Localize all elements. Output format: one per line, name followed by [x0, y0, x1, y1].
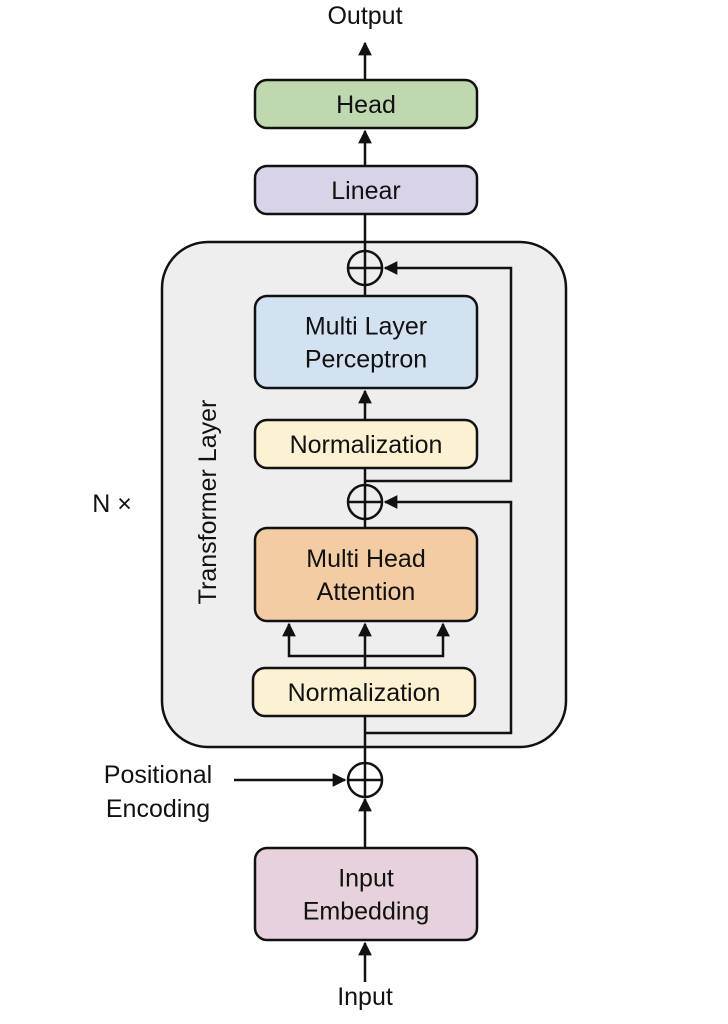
input-label: Input [337, 983, 393, 1011]
norm2-label-line1: Normalization [288, 679, 441, 707]
head-block: Head [253, 78, 479, 130]
head-box [253, 78, 479, 130]
linear-label-line1: Linear [331, 177, 401, 205]
mha-label-line2: Attention [317, 578, 416, 606]
positional-encoding-label-line2: Encoding [106, 795, 210, 823]
norm1-label-line1: Normalization [290, 431, 443, 459]
norm1-block: Normalization [253, 418, 479, 470]
mlp-label-line1: Multi Layer [305, 313, 427, 341]
mlp-label-line2: Perceptron [305, 346, 427, 374]
mlp-box [253, 294, 479, 390]
attention-residual-add-icon [346, 483, 384, 521]
norm2-block: Normalization [251, 666, 477, 718]
positional-encoding-label-line1: Positional [104, 761, 212, 789]
repeat-count-label: N × [92, 490, 132, 518]
linear-block: Linear [253, 164, 479, 216]
embedding-label-line2: Embedding [303, 898, 429, 926]
head-label-line1: Head [336, 91, 396, 119]
mha-box [253, 526, 479, 623]
norm1-box [253, 418, 479, 470]
embedding-box [253, 846, 479, 942]
norm2-box [251, 666, 477, 718]
output-label: Output [327, 2, 402, 30]
residual-connections [365, 261, 513, 735]
embedding-label-line1: Input [338, 865, 394, 893]
transformer-layer-label: Transformer Layer [194, 400, 222, 605]
linear-box [253, 164, 479, 216]
positional-add-icon [346, 761, 384, 799]
mlp-residual-add-icon [346, 249, 384, 287]
mha-label-line1: Multi Head [306, 545, 426, 573]
